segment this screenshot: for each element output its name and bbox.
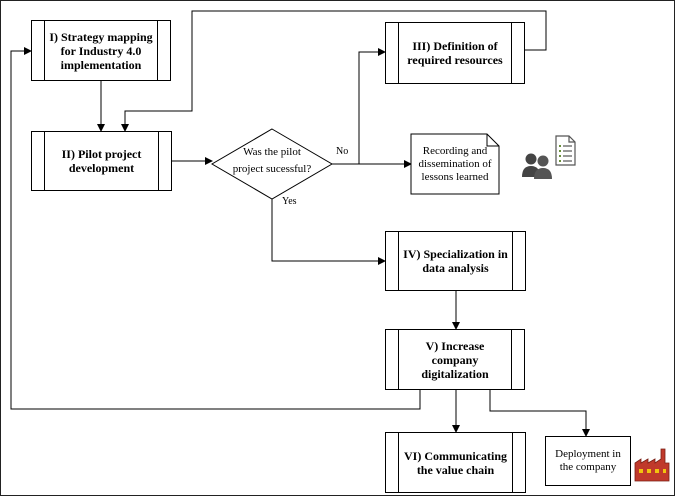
step2-pilot-project: II) Pilot project development	[31, 131, 172, 191]
decision-diamond	[211, 128, 333, 200]
step2-label: II) Pilot project development	[61, 147, 142, 175]
step5-label: V) Increase company digitalization	[421, 338, 489, 381]
edge-decision-to-step4	[271, 199, 386, 265]
people-icon	[522, 153, 552, 179]
document-list-icon	[555, 135, 576, 166]
lessons-learned-label: Recording and dissemination of lessons l…	[418, 145, 492, 183]
step6-label: VI) Communicating the value chain	[403, 448, 507, 477]
no-label: No	[336, 146, 349, 157]
step4-data-analysis: IV) Specialization in data analysis	[385, 231, 526, 291]
deployment-box: Deployment in the company	[545, 436, 631, 486]
edge-step3-to-step2	[121, 10, 547, 132]
step3-label: III) Definition of required resources	[407, 39, 503, 67]
step4-label: IV) Specialization in data analysis	[403, 247, 508, 275]
step1-label: I) Strategy mapping for Industry 4.0 imp…	[49, 29, 153, 72]
edge-decision-to-step3	[358, 48, 386, 164]
step3-required-resources: III) Definition of required resources	[385, 22, 525, 84]
decision-label: Was the pilot project sucessful?	[232, 146, 312, 175]
lessons-document-fold	[486, 134, 499, 147]
lessons-document-shape	[410, 133, 500, 195]
edge-step5-to-deployment	[489, 390, 590, 437]
edge-step5-to-step1	[10, 47, 421, 410]
step6-value-chain: VI) Communicating the value chain	[385, 432, 526, 493]
yes-label: Yes	[282, 196, 297, 207]
step1-strategy-mapping: I) Strategy mapping for Industry 4.0 imp…	[31, 20, 171, 81]
step5-company-digitalization: V) Increase company digitalization	[385, 329, 525, 390]
factory-icon	[634, 448, 670, 482]
deployment-label: Deployment in the company	[555, 448, 621, 473]
